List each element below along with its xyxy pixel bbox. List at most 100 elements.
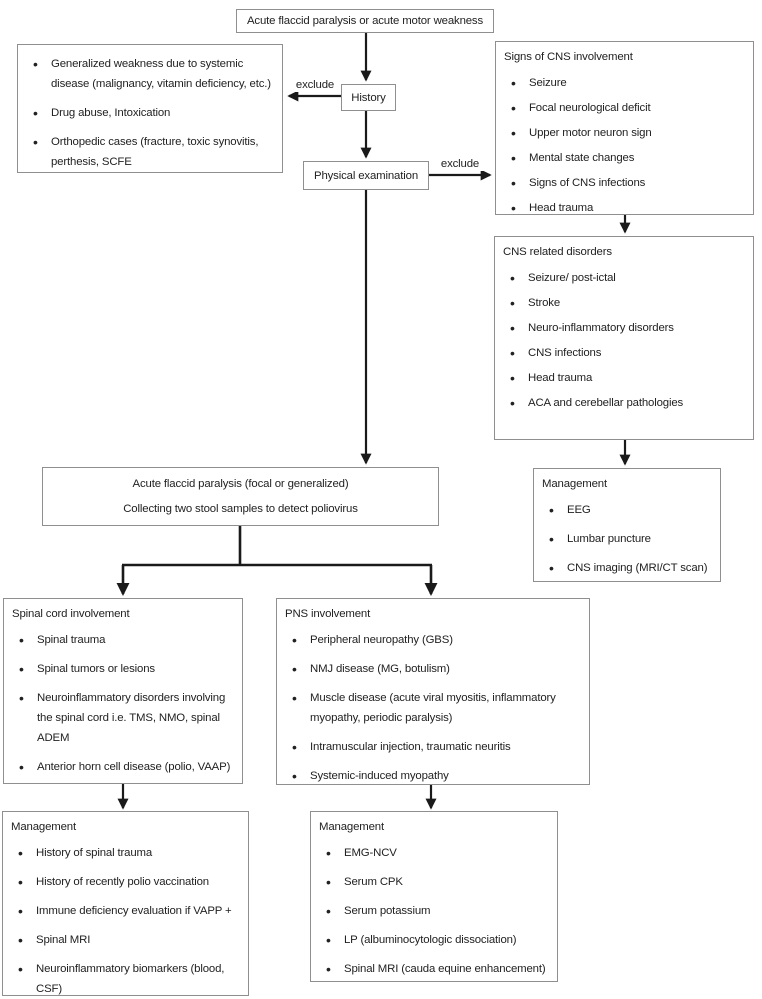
box-physical-examination: Physical examination (303, 161, 429, 190)
bullet-item: Intramuscular injection, traumatic neuri… (277, 737, 589, 757)
bullet-item-text: Spinal MRI (cauda equine enhancement) (344, 963, 546, 975)
bullet-list: Peripheral neuropathy (GBS) NMJ disease (… (277, 622, 589, 786)
bullet-item: EMG-NCV (311, 843, 557, 863)
box-cns-disorders-title: CNS related disorders (503, 246, 612, 258)
bullet-item-text: Peripheral neuropathy (GBS) (310, 634, 453, 646)
bullet-item: LP (albuminocytologic dissociation) (311, 930, 557, 950)
bullet-list: EMG-NCV Serum CPK Serum potassium LP (album… (311, 835, 557, 979)
bullet-item-text: Spinal tumors or lesions (37, 663, 155, 675)
bullet-item-text: CNS imaging (MRI/CT scan) (567, 562, 708, 574)
bullet-item-text: Upper motor neuron sign (529, 127, 652, 139)
bullet-item: CNS imaging (MRI/CT scan) (534, 558, 720, 578)
box-start: Acute flaccid paralysis or acute motor w… (236, 9, 494, 33)
bullet-item: Orthopedic cases (fracture, toxic synovi… (18, 132, 282, 172)
bullet-item-text: Generalized weakness due to systemic dis… (51, 58, 271, 90)
bullet-item-text: ACA and cerebellar pathologies (528, 397, 684, 409)
box-cns-disorders: CNS related disorders Seizure/ post-icta… (494, 236, 754, 440)
bullet-item: Immune deficiency evaluation if VAPP + (3, 901, 248, 921)
bullet-item: Anterior horn cell disease (polio, VAAP) (4, 757, 242, 777)
bullet-item: Upper motor neuron sign (496, 123, 753, 143)
bullet-item: NMJ disease (MG, botulism) (277, 659, 589, 679)
box-pns-involvement-title: PNS involvement (285, 608, 371, 620)
bullet-item-text: Muscle disease (acute viral myositis, in… (310, 692, 556, 724)
box-history: History (341, 84, 396, 111)
bullet-item: Peripheral neuropathy (GBS) (277, 630, 589, 650)
exclude-right-label: exclude (434, 157, 486, 171)
bullet-item-text: Focal neurological deficit (529, 102, 651, 114)
bullet-item-text: Lumbar puncture (567, 533, 651, 545)
bullet-item-text: Anterior horn cell disease (polio, VAAP) (37, 761, 231, 773)
bullet-item: Mental state changes (496, 148, 753, 168)
bullet-item-text: Neuroinflammatory disorders involving th… (37, 692, 226, 744)
bullet-item: Neuroinflammatory biomarkers (blood, CSF… (3, 959, 248, 999)
bullet-item: Spinal tumors or lesions (4, 659, 242, 679)
bullet-item: Spinal MRI (cauda equine enhancement) (311, 959, 557, 979)
bullet-item-text: NMJ disease (MG, botulism) (310, 663, 450, 675)
bullet-item-text: Immune deficiency evaluation if VAPP + (36, 905, 232, 917)
bullet-item-text: Serum CPK (344, 876, 403, 888)
box-history-label: History (351, 91, 386, 104)
box-pns-management-title: Management (319, 821, 384, 833)
bullet-item-text: Neuro-inflammatory disorders (528, 322, 674, 334)
bullet-item-text: Mental state changes (529, 152, 635, 164)
box-cns-signs-title: Signs of CNS involvement (504, 51, 633, 63)
bullet-item: EEG (534, 500, 720, 520)
bullet-item-text: EMG-NCV (344, 847, 397, 859)
bullet-item-text: Seizure (529, 77, 567, 89)
bullet-item: Drug abuse, Intoxication (18, 103, 282, 123)
bullet-item-text: LP (albuminocytologic dissociation) (344, 934, 517, 946)
bullet-item: Neuroinflammatory disorders involving th… (4, 688, 242, 748)
box-afp-stool-samples: Acute flaccid paralysis (focal or genera… (42, 467, 439, 526)
bullet-list: Generalized weakness due to systemic dis… (18, 45, 282, 172)
bullet-item: History of recently polio vaccination (3, 872, 248, 892)
bullet-item-text: Intramuscular injection, traumatic neuri… (310, 741, 511, 753)
bullet-item: Signs of CNS infections (496, 173, 753, 193)
box-spinal-involvement-title: Spinal cord involvement (12, 608, 130, 620)
bullet-item-text: CNS infections (528, 347, 602, 359)
bullet-item-text: Systemic-induced myopathy (310, 770, 449, 782)
box-start-label: Acute flaccid paralysis or acute motor w… (246, 15, 484, 27)
bullet-item-text: Spinal MRI (36, 934, 91, 946)
bullet-item: Head trauma (495, 368, 753, 388)
box-spinal-involvement: Spinal cord involvement Spinal traumaSpi… (3, 598, 243, 784)
bullet-item: Neuro-inflammatory disorders (495, 318, 753, 338)
bullet-item-text: Head trauma (528, 372, 593, 384)
bullet-list: Seizure/ post-ictalStrokeNeuro-inflammat… (495, 260, 753, 413)
bullet-item: Head trauma (496, 198, 753, 218)
bullet-list: SeizureFocal neurological deficitUpper m… (496, 65, 753, 218)
bullet-item-text: Neuroinflammatory biomarkers (blood, CSF… (36, 963, 225, 995)
box-spinal-management-title: Management (11, 821, 76, 833)
box-spinal-management: Management History of spinal traumaHisto… (2, 811, 249, 996)
box-physical-examination-label: Physical examination (314, 169, 418, 182)
bullet-item: Seizure (496, 73, 753, 93)
bullet-item: Muscle disease (acute viral myositis, in… (277, 688, 589, 728)
bullet-item-text: Stroke (528, 297, 561, 309)
bullet-item: Seizure/ post-ictal (495, 268, 753, 288)
bullet-list: History of spinal traumaHistory of recen… (3, 835, 248, 999)
box-afp-line1: Acute flaccid paralysis (focal or genera… (132, 478, 349, 490)
bullet-item: Serum potassium (311, 901, 557, 921)
bullet-item-text: Drug abuse, Intoxication (51, 107, 171, 119)
bullet-item: Lumbar puncture (534, 529, 720, 549)
bullet-item-text: Orthopedic cases (fracture, toxic synovi… (51, 136, 259, 168)
bullet-item: Systemic-induced myopathy (277, 766, 589, 786)
bullet-item-text: Signs of CNS infections (529, 177, 646, 189)
bullet-item-text: History of recently polio vaccination (36, 876, 209, 888)
bullet-item-text: Seizure/ post-ictal (528, 272, 616, 284)
box-cns-management-title: Management (542, 478, 607, 490)
exclude-left-label: exclude (289, 78, 341, 92)
bullet-item: Spinal trauma (4, 630, 242, 650)
bullet-item: History of spinal trauma (3, 843, 248, 863)
bullet-item: Generalized weakness due to systemic dis… (18, 54, 282, 94)
box-pns-involvement: PNS involvement Peripheral neuropathy (G… (276, 598, 590, 786)
bullet-item: Stroke (495, 293, 753, 313)
bullet-item-text: Head trauma (529, 202, 594, 214)
bullet-item-text: Spinal trauma (37, 634, 106, 646)
bullet-item-text: History of spinal trauma (36, 847, 153, 859)
bullet-item-text: EEG (567, 504, 591, 516)
box-cns-management: Management EEG Lumbar punctureCNS imaging… (533, 468, 721, 582)
bullet-item: Focal neurological deficit (496, 98, 753, 118)
bullet-item: CNS infections (495, 343, 753, 363)
bullet-list: Spinal traumaSpinal tumors or lesionsNeu… (4, 622, 242, 777)
